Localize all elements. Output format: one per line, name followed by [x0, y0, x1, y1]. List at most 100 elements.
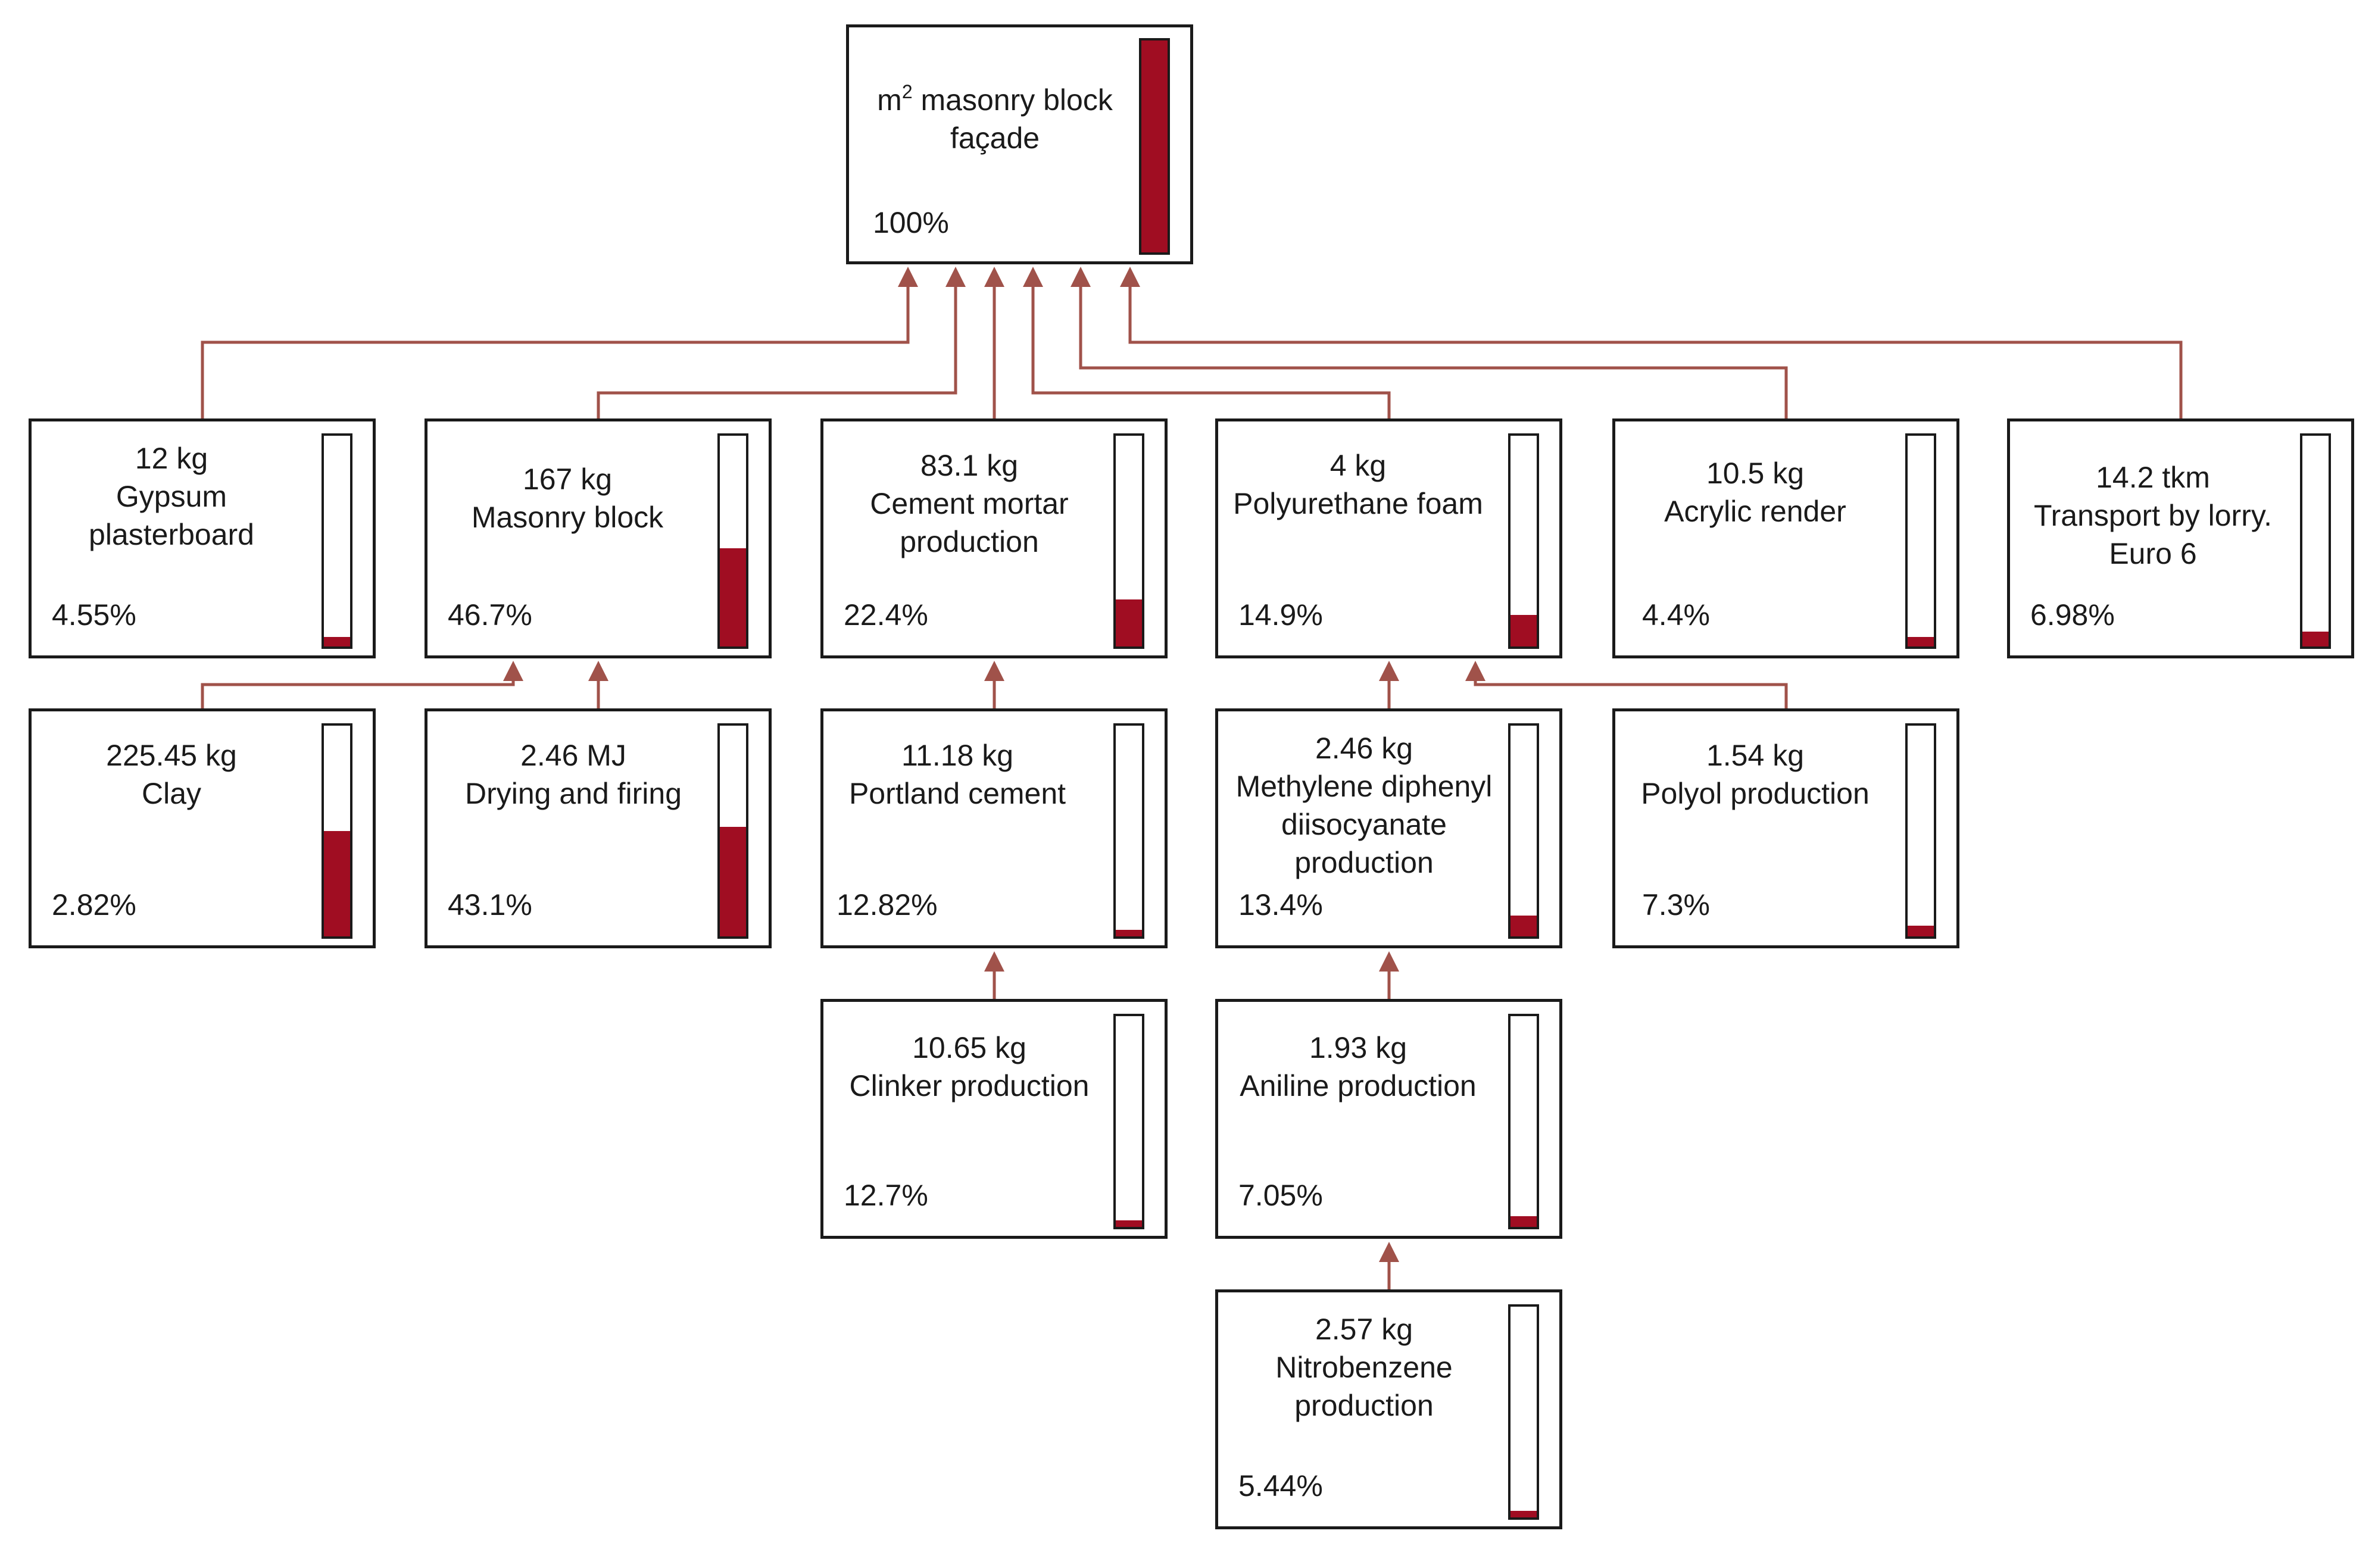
arrowhead: [503, 661, 523, 681]
arrowhead: [1120, 267, 1140, 287]
node-nitrobenzene-title: 2.57 kg Nitrobenzene production: [1275, 1313, 1453, 1422]
node-gypsum-share-fill: [324, 636, 350, 646]
node-clay-share-fill: [324, 831, 350, 936]
node-masonry-block: 167 kg Masonry block 46.7%: [425, 418, 772, 658]
node-polyol-share-fill: [1908, 926, 1934, 936]
node-polyurethane-foam-share-fill: [1510, 615, 1537, 646]
node-nitrobenzene: 2.57 kg Nitrobenzene production 5.44%: [1215, 1289, 1562, 1529]
node-gypsum: 12 kg Gypsum plasterboard 4.55%: [29, 418, 376, 658]
node-root-share-fill: [1141, 40, 1168, 252]
node-polyol-percent: 7.3%: [1642, 888, 1710, 922]
node-transport: 14.2 tkm Transport by lorry. Euro 6 6.98…: [2007, 418, 2354, 658]
node-root-label: m2 masonry block façade: [867, 81, 1123, 157]
link-line: [597, 285, 957, 418]
node-cement-mortar-percent: 22.4%: [844, 598, 928, 632]
link-drying-to-masonry: [588, 661, 608, 708]
node-masonry-block-title: 167 kg Masonry block: [471, 463, 664, 534]
node-aniline: 1.93 kg Aniline production 7.05%: [1215, 999, 1562, 1239]
link-acrylic-to-root: [1071, 267, 1788, 418]
arrowhead: [984, 951, 1004, 972]
link-transport-to-root: [1120, 267, 2183, 418]
link-cement-mortar-to-root: [984, 267, 1004, 418]
node-root-unit-exponent: 2: [901, 81, 913, 102]
node-polyol: 1.54 kg Polyol production 7.3%: [1612, 708, 1959, 948]
link-portland-to-cement-mortar: [984, 661, 1004, 708]
node-gypsum-title: 12 kg Gypsum plasterboard: [89, 442, 254, 551]
node-mdi-title: 2.46 kg Methylene diphenyl diisocyanate …: [1235, 732, 1493, 879]
node-portland-cement-title: 11.18 kg Portland cement: [848, 739, 1066, 810]
node-drying-firing-share-fill: [720, 826, 746, 936]
node-portland-cement-share-bar: [1113, 723, 1144, 939]
node-polyol-title: 1.54 kg Polyol production: [1641, 739, 1870, 810]
link-gypsum-to-root: [201, 267, 918, 418]
arrowhead: [1071, 267, 1091, 287]
node-masonry-block-share-fill: [720, 548, 746, 646]
node-clinker: 10.65 kg Clinker production 12.7%: [820, 999, 1168, 1239]
node-mdi-percent: 13.4%: [1238, 888, 1323, 922]
node-transport-percent: 6.98%: [2030, 598, 2115, 632]
node-polyurethane-foam-percent: 14.9%: [1238, 598, 1323, 632]
node-polyurethane-foam-title: 4 kg Polyurethane foam: [1233, 449, 1483, 520]
link-clinker-to-portland: [984, 951, 1004, 999]
node-aniline-percent: 7.05%: [1238, 1179, 1323, 1212]
arrowhead: [945, 267, 966, 287]
node-nitrobenzene-share-bar: [1508, 1304, 1539, 1520]
node-drying-firing: 2.46 MJ Drying and firing 43.1%: [425, 708, 772, 948]
arrowhead: [1379, 951, 1399, 972]
link-masonry-to-root: [597, 267, 966, 418]
node-cement-mortar-share-bar: [1113, 433, 1144, 649]
node-drying-firing-share-bar: [717, 723, 748, 939]
node-aniline-title: 1.93 kg Aniline production: [1240, 1031, 1477, 1102]
node-aniline-share-fill: [1510, 1216, 1537, 1227]
node-nitrobenzene-percent: 5.44%: [1238, 1469, 1323, 1503]
link-polyol-to-pu-foam: [1465, 661, 1788, 708]
node-acrylic-render-share-fill: [1908, 637, 1934, 646]
link-clay-to-masonry: [201, 661, 523, 708]
link-line: [1031, 285, 1391, 418]
node-mdi-share-fill: [1510, 915, 1537, 936]
node-portland-cement-percent: 12.82%: [837, 888, 938, 922]
node-transport-share-bar: [2300, 433, 2331, 649]
node-clinker-title: 10.65 kg Clinker production: [849, 1031, 1090, 1102]
node-acrylic-render-share-bar: [1905, 433, 1936, 649]
link-line: [1474, 679, 1788, 708]
link-line: [1079, 285, 1788, 418]
node-masonry-block-share-bar: [717, 433, 748, 649]
link-line: [201, 285, 910, 418]
node-cement-mortar-title: 83.1 kg Cement mortar production: [870, 449, 1069, 558]
link-aniline-to-mdi: [1379, 951, 1399, 999]
node-clinker-share-bar: [1113, 1014, 1144, 1229]
node-acrylic-render-percent: 4.4%: [1642, 598, 1710, 632]
node-mdi: 2.46 kg Methylene diphenyl diisocyanate …: [1215, 708, 1562, 948]
node-cement-mortar-share-fill: [1116, 599, 1142, 646]
node-clay-share-bar: [322, 723, 352, 939]
node-polyurethane-foam-share-bar: [1508, 433, 1539, 649]
node-clay: 225.45 kg Clay 2.82%: [29, 708, 376, 948]
node-clay-percent: 2.82%: [52, 888, 136, 922]
node-cement-mortar: 83.1 kg Cement mortar production 22.4%: [820, 418, 1168, 658]
node-portland-cement: 11.18 kg Portland cement 12.82%: [820, 708, 1168, 948]
node-clinker-share-fill: [1116, 1220, 1142, 1227]
node-root: m2 masonry block façade 100%: [846, 24, 1193, 264]
node-nitrobenzene-share-fill: [1510, 1511, 1537, 1517]
node-portland-cement-share-fill: [1116, 930, 1142, 936]
node-transport-title: 14.2 tkm Transport by lorry. Euro 6: [2033, 461, 2273, 570]
node-polyol-share-bar: [1905, 723, 1936, 939]
node-gypsum-percent: 4.55%: [52, 598, 136, 632]
link-mdi-to-pu-foam: [1379, 661, 1399, 708]
node-aniline-share-bar: [1508, 1014, 1539, 1229]
node-acrylic-render-title: 10.5 kg Acrylic render: [1664, 457, 1846, 528]
node-drying-firing-title: 2.46 MJ Drying and firing: [464, 739, 682, 810]
node-acrylic-render: 10.5 kg Acrylic render 4.4%: [1612, 418, 1959, 658]
arrowhead: [1465, 661, 1485, 681]
arrowhead: [588, 661, 608, 681]
node-clay-title: 225.45 kg Clay: [106, 739, 237, 810]
link-nitrobenzene-to-aniline: [1379, 1242, 1399, 1289]
node-root-share-bar: [1139, 38, 1170, 255]
link-pu-foam-to-root: [1023, 267, 1391, 418]
node-root-unit: m: [877, 83, 902, 117]
arrowhead: [898, 267, 918, 287]
arrowhead: [984, 661, 1004, 681]
arrowhead: [984, 267, 1004, 287]
